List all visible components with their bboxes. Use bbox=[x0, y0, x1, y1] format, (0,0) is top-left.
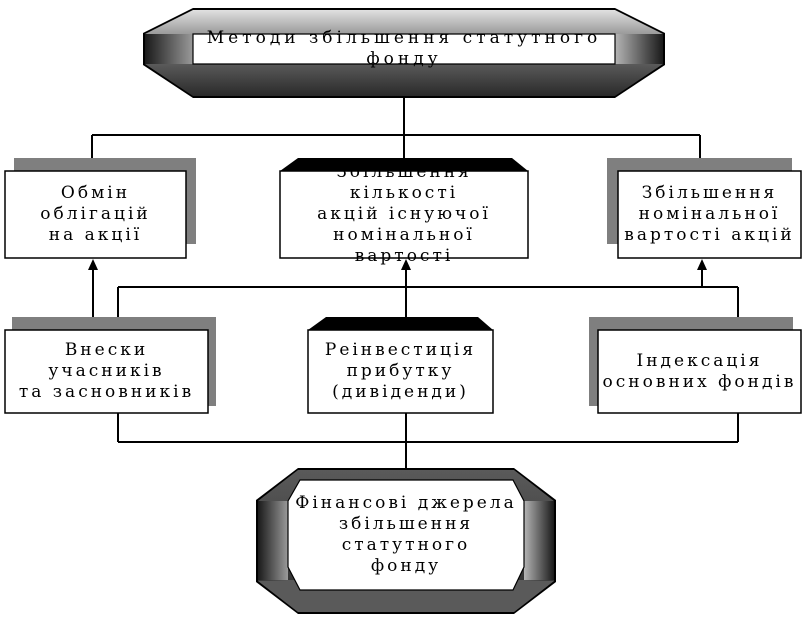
source-box-indexation bbox=[589, 317, 802, 414]
method-box-nominal-increase bbox=[607, 158, 802, 259]
source-box-contributions bbox=[4, 317, 216, 414]
title-bevel bbox=[143, 8, 665, 98]
source-box-reinvestment bbox=[307, 317, 494, 414]
method-label-bond-exchange: Обмін облігацій на акції bbox=[40, 183, 151, 245]
method-box-bond-exchange bbox=[4, 158, 196, 259]
footer-bevel bbox=[256, 468, 556, 614]
method-label-share-increase: Збільшення кількості акцій існуючої номі… bbox=[317, 162, 491, 266]
source-label-reinvestment: Реінвестиція прибутку (дивіденди) bbox=[324, 340, 477, 402]
method-box-share-increase bbox=[279, 158, 529, 259]
page-title: Методи збільшення статутного фонду bbox=[206, 28, 602, 69]
footer-label: Фінансові джерела збільшення статутного … bbox=[295, 493, 517, 576]
source-label-indexation: Індексація основних фондів bbox=[602, 350, 797, 392]
bottom-connectors bbox=[117, 413, 739, 468]
arrowheads bbox=[88, 259, 707, 270]
source-label-contributions: Внески учасників та засновників bbox=[18, 340, 195, 402]
method-label-nominal-increase: Збільшення номінальної вартості акцій bbox=[624, 183, 795, 245]
